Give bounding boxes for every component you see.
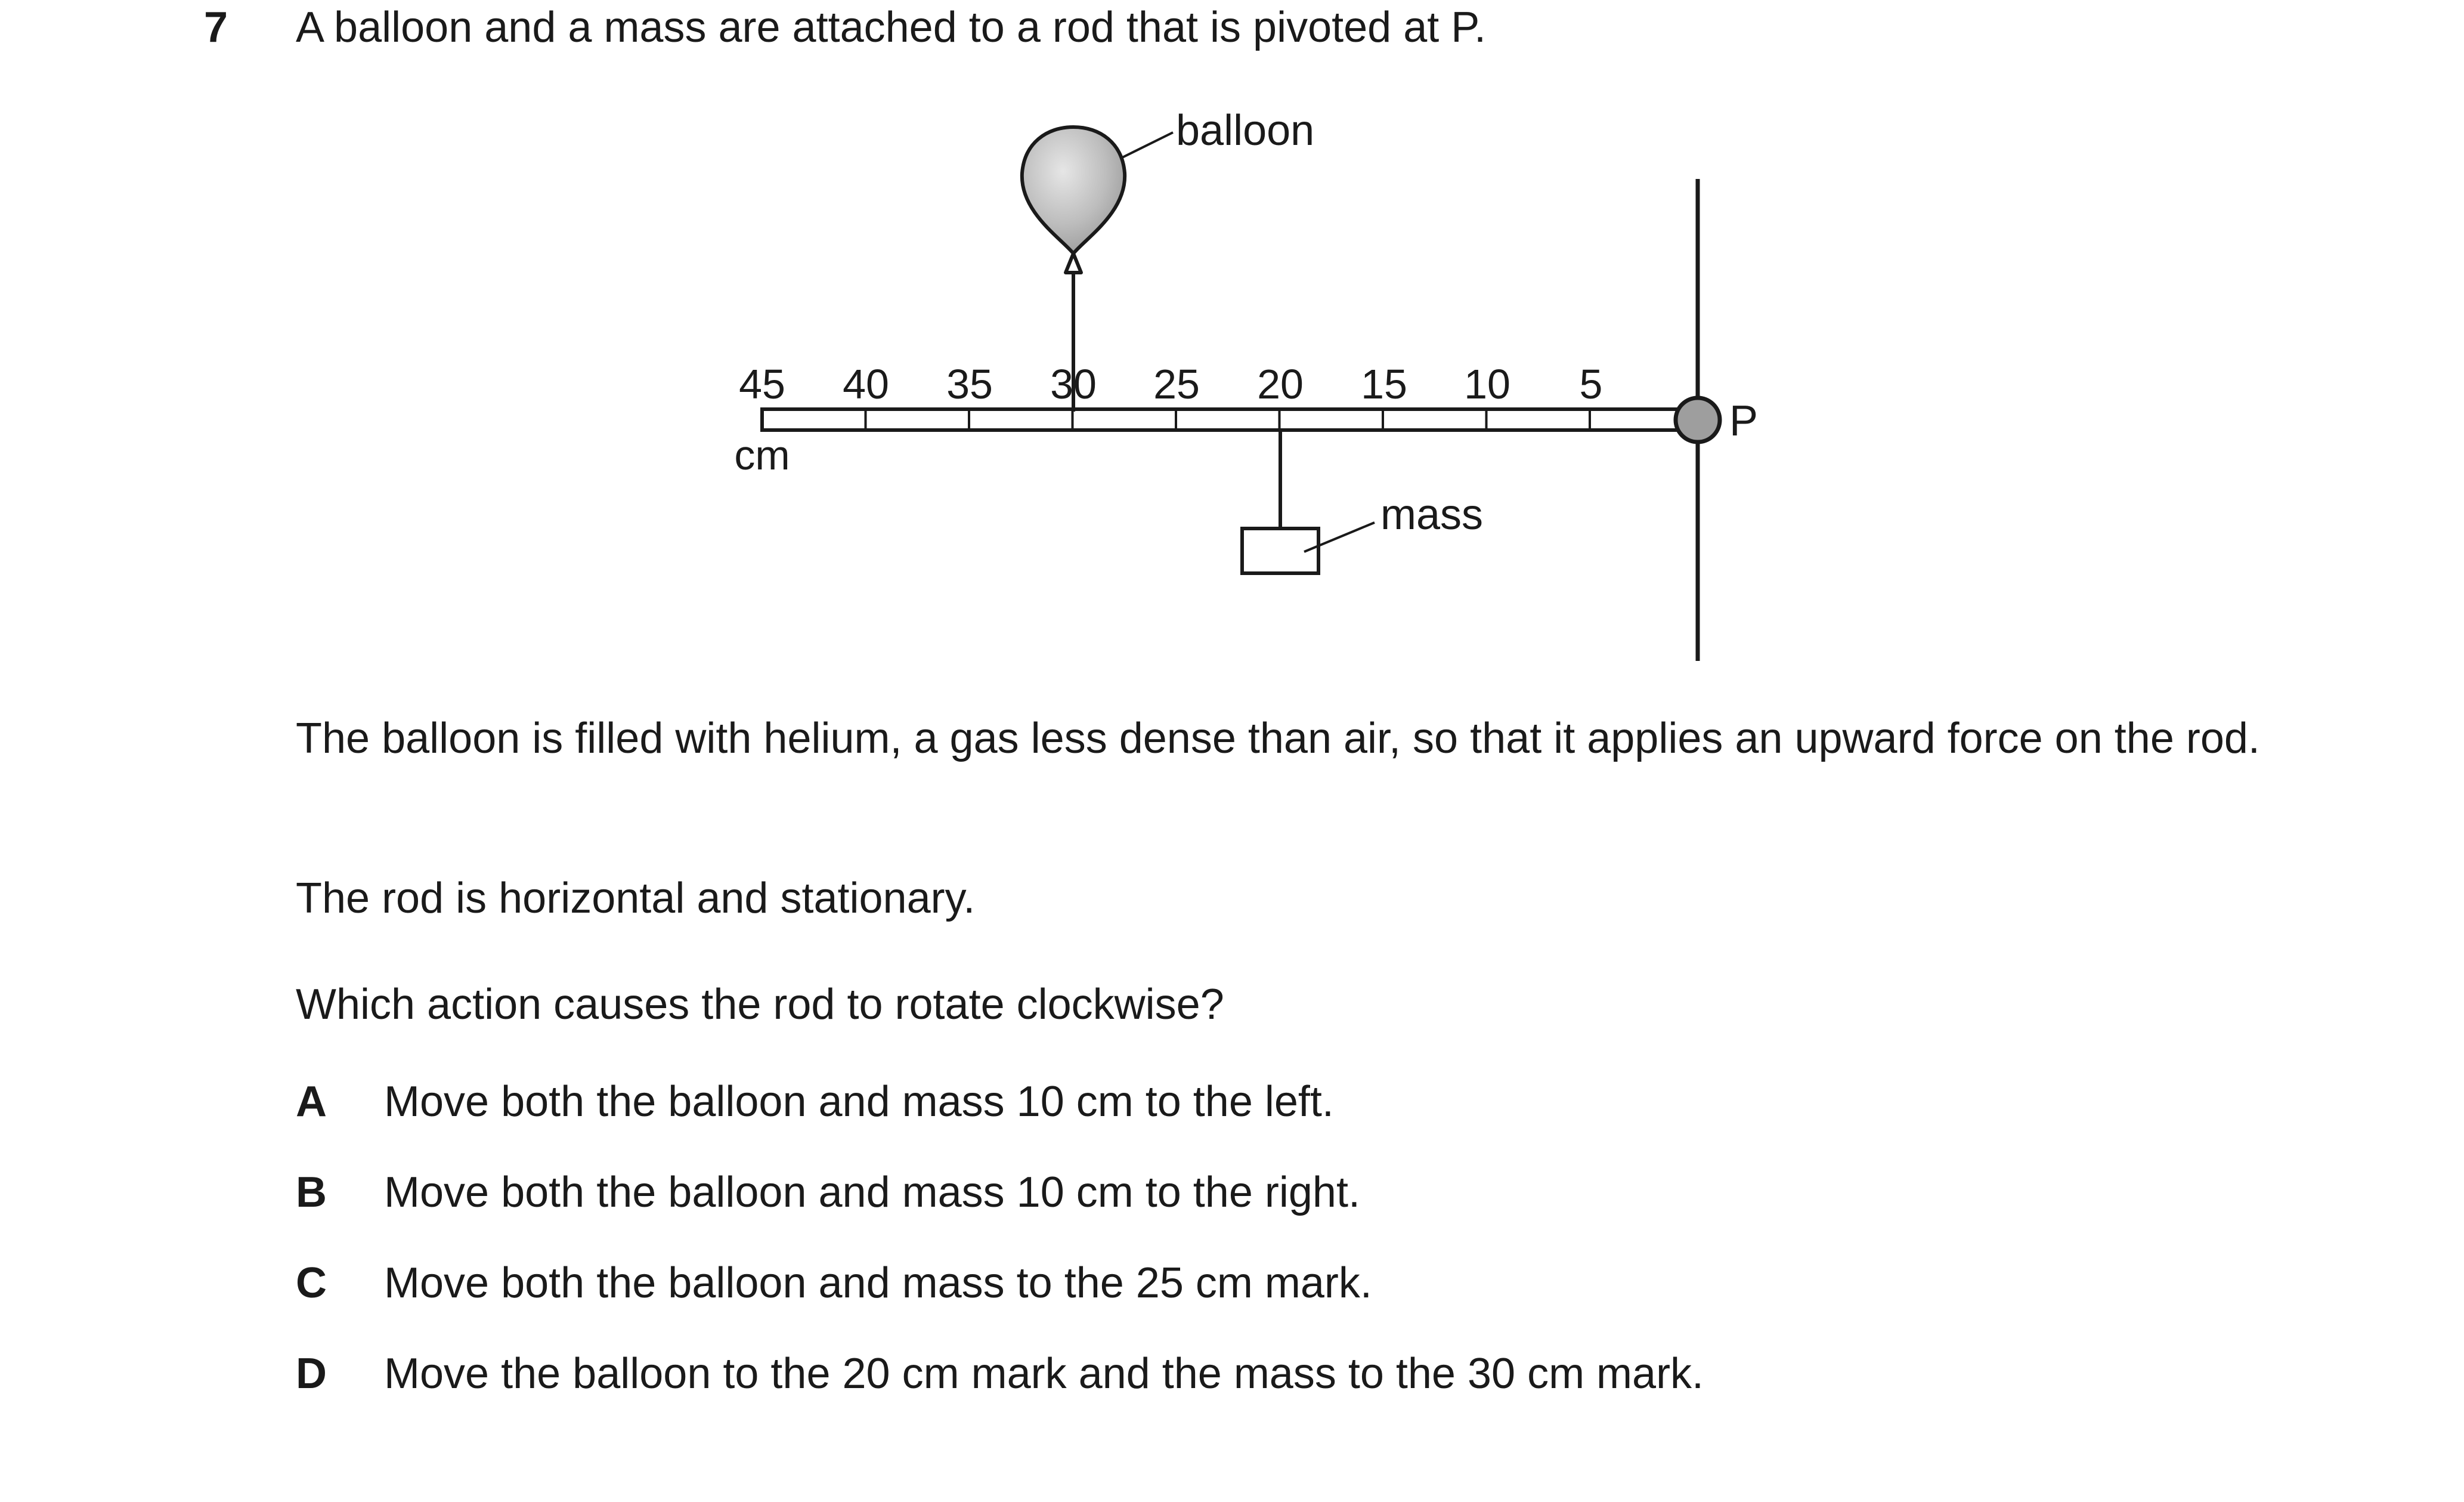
scale-label-35: 35 [946, 361, 993, 407]
question-intro: A balloon and a mass are attached to a r… [296, 4, 1486, 51]
pivot-label: P [1729, 397, 1758, 445]
rod [760, 407, 1694, 432]
scale-label-5: 5 [1580, 361, 1603, 407]
scale-label-15: 15 [1361, 361, 1407, 407]
option-d-text: Move the balloon to the 20 cm mark and t… [384, 1350, 1704, 1398]
scale-label-20: 20 [1257, 361, 1304, 407]
paragraph-rod-stationary: The rod is horizontal and stationary. [296, 874, 976, 922]
scale-label-25: 25 [1153, 361, 1200, 407]
mass-leader [1304, 521, 1375, 553]
option-b-letter: B [296, 1169, 327, 1216]
rod-tick-marks [864, 409, 1591, 430]
balloon [1020, 125, 1127, 256]
balloon-label: balloon [1176, 107, 1314, 154]
pivoted-rod-diagram: 45 40 35 30 25 20 15 10 5 cm P balloon m… [734, 107, 1758, 661]
option-a-text: Move both the balloon and mass 10 cm to … [384, 1078, 1334, 1126]
option-a-letter: A [296, 1078, 327, 1126]
option-d-letter: D [296, 1350, 327, 1398]
pivot-circle [1673, 395, 1722, 444]
mass-label: mass [1380, 491, 1483, 539]
option-b-text: Move both the balloon and mass 10 cm to … [384, 1169, 1360, 1216]
scale-label-10: 10 [1464, 361, 1510, 407]
balloon-knot [1064, 252, 1083, 274]
scale-label-45: 45 [739, 361, 785, 407]
unit-label: cm [734, 432, 790, 478]
question-number: 7 [204, 4, 228, 51]
option-c-text: Move both the balloon and mass to the 25… [384, 1259, 1372, 1307]
scale-label-40: 40 [843, 361, 889, 407]
paragraph-balloon-helium: The balloon is filled with helium, a gas… [296, 715, 2260, 762]
paragraph-question: Which action causes the rod to rotate cl… [296, 981, 1224, 1028]
option-c-letter: C [296, 1259, 327, 1307]
balloon-leader [1120, 131, 1174, 159]
